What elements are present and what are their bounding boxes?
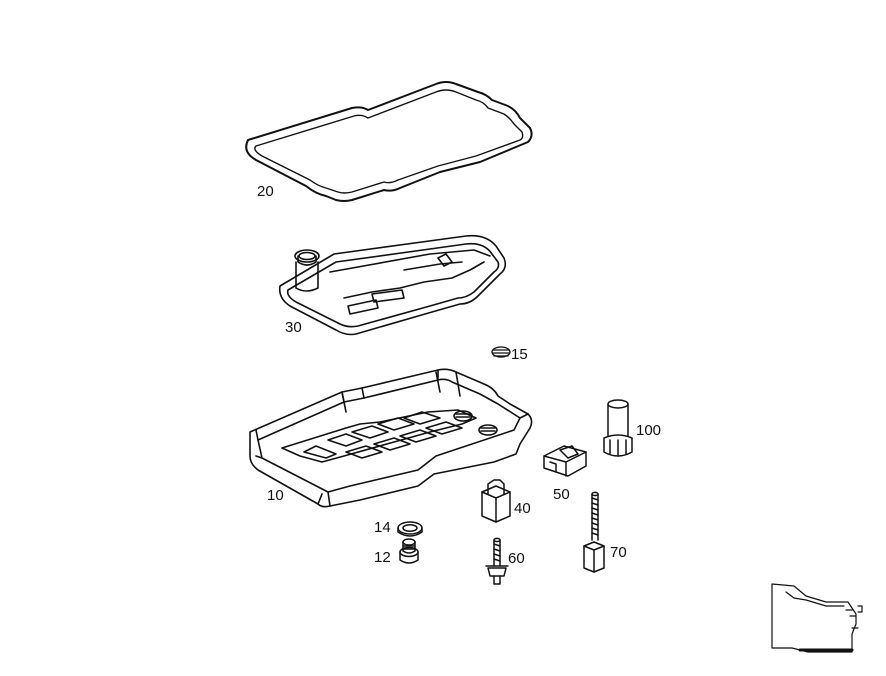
callout-bracket: 50 [553,486,570,503]
callout-drain-seal: 14 [374,519,391,536]
bracket-part [543,445,587,477]
clip-part [481,479,511,523]
stud-part [583,491,605,573]
callout-drain-plug: 12 [374,549,391,566]
callout-clip: 40 [514,500,531,517]
seal-ring-part [491,346,511,358]
gasket-part [245,81,533,202]
callout-oil-pan: 10 [267,487,284,504]
callout-tube: 100 [636,422,662,439]
oil-pan-part [249,368,533,508]
tube-part [603,399,633,457]
callout-seal-ring: 15 [511,346,528,363]
callout-gasket: 20 [257,183,274,200]
filter-part [278,234,507,336]
locator-thumbnail [771,583,863,653]
callout-bolt: 60 [508,550,525,567]
bolt-part [485,537,509,585]
drain-plug-part [399,538,419,564]
callout-filter: 30 [285,319,302,336]
callout-stud: 70 [610,544,627,561]
drain-seal-part [397,521,423,537]
